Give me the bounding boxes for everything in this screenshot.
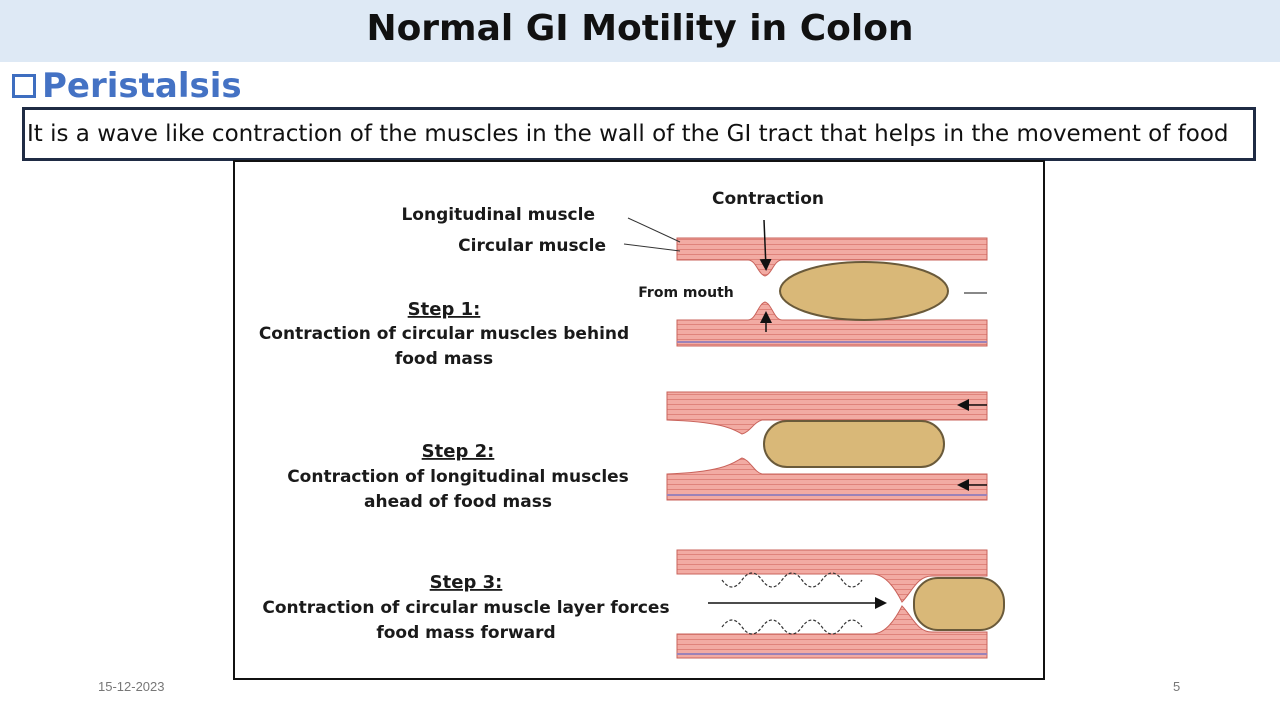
step2-heading: Step 2: <box>422 441 495 462</box>
food-mass-2 <box>763 420 945 468</box>
circular-pointer <box>623 243 681 252</box>
step1-line2: food mass <box>395 349 493 369</box>
title-bar <box>0 0 1280 62</box>
step3-line2: food mass forward <box>376 623 555 643</box>
label-longitudinal-muscle: Longitudinal muscle <box>401 205 595 225</box>
slide-title: Normal GI Motility in Colon <box>366 8 914 49</box>
label-circular-muscle: Circular muscle <box>458 236 606 256</box>
footer-page-number: 5 <box>1173 679 1181 694</box>
heading-text: Peristalsis <box>42 66 242 106</box>
label-contraction: Contraction <box>712 189 824 209</box>
step1-line1: Contraction of circular muscles behind <box>259 324 629 344</box>
step1-heading: Step 1: <box>408 299 481 320</box>
section-heading: Peristalsis <box>12 64 242 108</box>
step2-line1: Contraction of longitudinal muscles <box>287 467 629 487</box>
step3-line1: Contraction of circular muscle layer for… <box>262 598 669 618</box>
peristalsis-diagram: Contraction Longitudinal muscle Circular… <box>233 160 1045 680</box>
food-mass-1 <box>779 261 949 321</box>
food-mass-3 <box>913 577 1005 631</box>
step3-heading: Step 3: <box>430 572 503 593</box>
definition-text: It is a wave like contraction of the mus… <box>27 121 1229 147</box>
step2-tube <box>666 391 988 501</box>
contraction-arrow-top <box>759 219 772 271</box>
label-from-mouth: From mouth <box>638 285 733 301</box>
step2-line2: ahead of food mass <box>364 492 552 512</box>
definition-box: It is a wave like contraction of the mus… <box>22 107 1256 161</box>
longitudinal-pointer <box>627 217 681 243</box>
checkbox-bullet-icon <box>12 74 36 98</box>
step3-tube <box>676 549 1005 659</box>
diagram-svg: Contraction Longitudinal muscle Circular… <box>259 189 1005 659</box>
footer-date: 15-12-2023 <box>98 679 165 694</box>
step1-tube <box>623 217 988 347</box>
